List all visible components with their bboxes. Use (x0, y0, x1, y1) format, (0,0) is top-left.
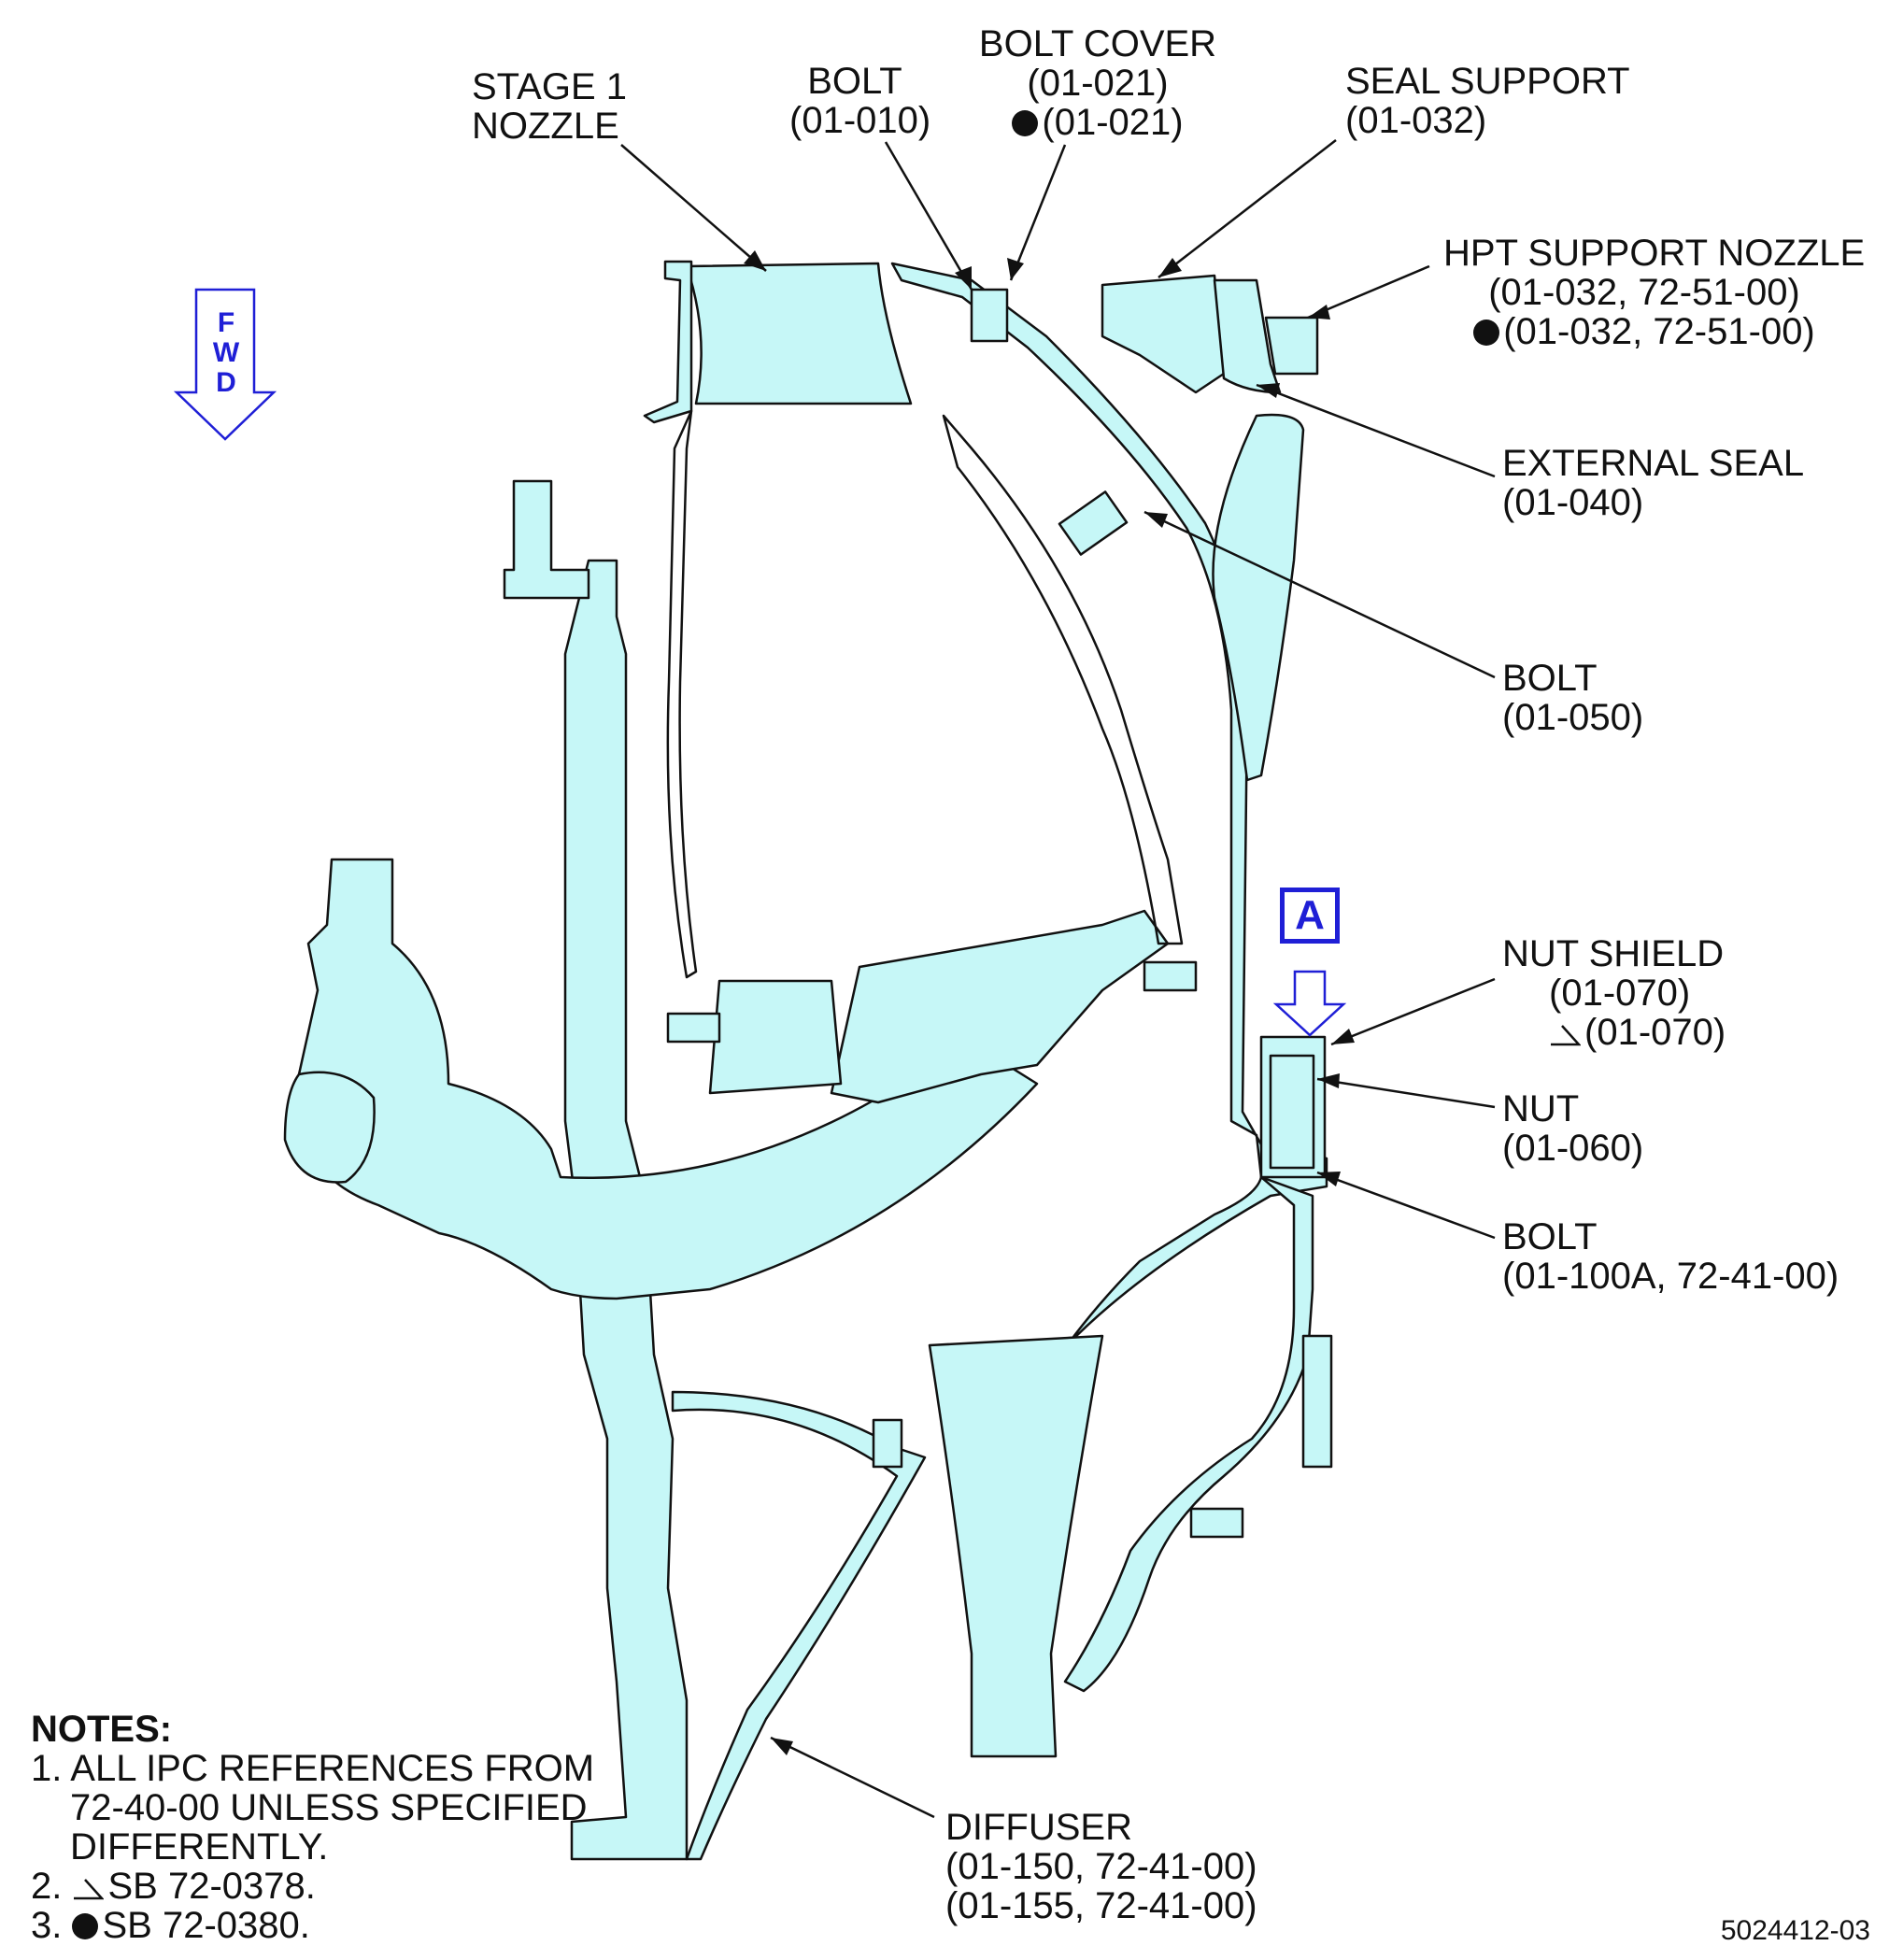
arrowhead-nut (1317, 1073, 1340, 1088)
arrowhead-boltcover (1007, 258, 1024, 280)
notes-block: NOTES: 1. ALL IPC REFERENCES FROM 72-40-… (31, 1710, 594, 1945)
notes-heading: NOTES: (31, 1709, 173, 1750)
callout-nut-shield: NUT SHIELD (01-070) (01-070) (1502, 933, 1726, 1053)
diffuser-outer-bracket (1301, 1334, 1333, 1469)
arrowhead-extseal (1257, 383, 1280, 398)
combustor-dome (830, 909, 1170, 1104)
arrowhead-bolt100a (1317, 1172, 1341, 1186)
fwd-label: F W D (212, 307, 240, 398)
sb-0380-dot-icon (1012, 110, 1039, 136)
diffuser-outer-wall (1063, 1175, 1314, 1693)
hpt-support-nozzle (1101, 274, 1226, 394)
callout-diffuser: DIFFUSER (01-150, 72-41-00) (01-155, 72-… (945, 1807, 1257, 1926)
arrowhead-bolt050 (1144, 512, 1168, 528)
arrowhead-bolt010 (955, 266, 972, 290)
note-2: 2. SB 72-0378. (31, 1866, 316, 1907)
fuel-nozzle-body (297, 858, 1039, 1300)
inner-liner-arc (942, 414, 1184, 945)
fuel-nozzle-cap (283, 1071, 376, 1184)
swirler-bracket (708, 979, 843, 1095)
sb-0380-dot-icon (1473, 320, 1500, 346)
note-1: 1. ALL IPC REFERENCES FROM 72-40-00 UNLE… (31, 1748, 595, 1868)
callout-nut: NUT (01-060) (1502, 1088, 1644, 1169)
callout-external-seal: EXTERNAL SEAL (01-040) (1502, 443, 1805, 523)
left-bracket-bolt (666, 1012, 721, 1044)
diffuser-bolt (872, 1418, 903, 1469)
diffuser-bracket-bolt (1189, 1507, 1244, 1539)
view-a-marker: A (1280, 888, 1340, 944)
nozzle-inner-liner (666, 409, 698, 979)
external-seal-body (1212, 413, 1305, 782)
arrowhead-seal (1158, 258, 1182, 277)
seal-support-shape (1213, 278, 1282, 394)
sb-0380-dot-icon (72, 1913, 99, 1939)
view-a-arrow-icon (1272, 970, 1347, 1037)
callout-bolt-050: BOLT (01-050) (1502, 658, 1644, 738)
callout-seal-support: SEAL SUPPORT (01-032) (1345, 61, 1630, 141)
sb-0378-triangle-icon (1551, 1025, 1581, 1046)
arrowhead-hpt (1308, 305, 1330, 320)
arrowhead-nutshield (1331, 1029, 1355, 1044)
diffuser-inner-wall (671, 1390, 927, 1861)
callout-bolt-cover: BOLT COVER (01-021) (01-021) (978, 23, 1217, 143)
callout-hpt-support-nozzle: HPT SUPPORT NOZZLE (01-032, 72-51-00) (0… (1443, 233, 1866, 352)
right-bracket-bolt (1143, 960, 1198, 992)
bolt-050-shape (1058, 490, 1129, 556)
figure-number: 5024412-03 (1720, 1915, 1870, 1946)
arrowhead-stage1 (744, 250, 766, 271)
bolt-010-shape (970, 288, 1009, 343)
callout-bolt-100a: BOLT (01-100A, 72-41-00) (1502, 1216, 1839, 1297)
nut-shape (1269, 1054, 1315, 1170)
callout-stage1-nozzle: STAGE 1 NOZZLE (472, 66, 627, 147)
sb-0378-triangle-icon (74, 1879, 105, 1900)
fwd-arrow-icon (173, 288, 277, 441)
note-3: 3. SB 72-0380. (31, 1905, 310, 1946)
diffuser-strut (928, 1334, 1104, 1758)
hpt-support-flange (1264, 316, 1319, 376)
nozzle-fwd-flange (643, 260, 693, 424)
callout-bolt-010: BOLT (01-010) (789, 61, 931, 141)
stage1-nozzle-shape (685, 262, 913, 405)
igniter-port (503, 479, 590, 600)
arrowhead-diffuser (771, 1738, 793, 1755)
